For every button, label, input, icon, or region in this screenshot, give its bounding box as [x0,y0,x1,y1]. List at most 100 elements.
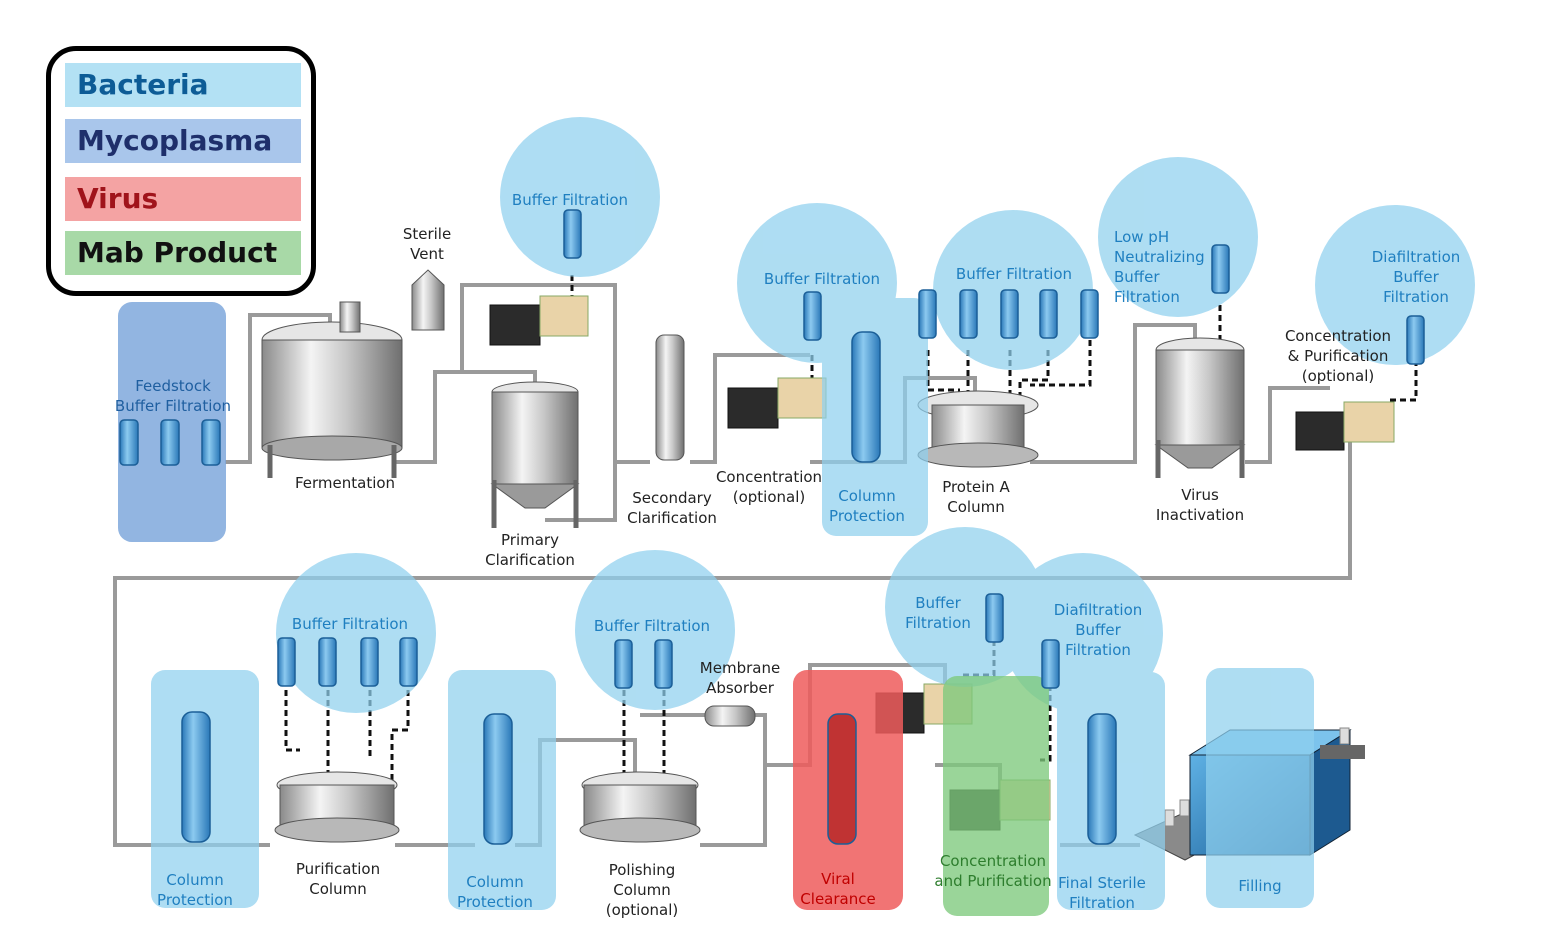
column-protection-3-col [483,713,513,845]
label-diafiltration-2: Diafiltration Buffer Filtration [1053,601,1143,659]
pipe-filter-loop [460,283,617,522]
filter-bf4-3 [360,637,379,687]
viral-clearance-col [827,713,857,845]
filter-bf4-4 [399,637,418,687]
final-sterile-col [1087,713,1117,845]
pipe-protein-a-to-virus [1030,323,1197,464]
tff1-plate [489,304,541,346]
filter-feed-1 [119,419,139,466]
filter-bf1 [563,209,582,259]
filter-bf3-1 [918,289,937,339]
label-feedstock: Feedstock Buffer Filtration [114,377,232,415]
label-concentration-purification-opt: Concentration & Purification (optional) [1284,327,1392,385]
filter-cartridges [119,209,1425,689]
tff-cassette-1 [489,295,589,346]
filter-bf2 [803,291,822,341]
label-primary-clarification: Primary Clarification [485,531,575,569]
tff3-membrane [1343,401,1395,443]
filter-diaf2 [1041,639,1060,689]
column-protection-1-col [851,331,881,463]
vent-body [411,269,445,331]
mab-zone-concentration [943,676,1049,916]
legend-mycoplasma: Mycoplasma [65,119,301,163]
vi-body [1155,349,1245,446]
label-buffer-filtration-4: Buffer Filtration [291,615,409,633]
label-virus-inactivation: Virus Inactivation [1155,486,1245,524]
label-buffer-filtration-3: Buffer Filtration [955,265,1073,283]
filter-bf3-5 [1080,289,1099,339]
tff2-membrane [777,377,827,419]
dash-7 [1030,340,1092,387]
filter-diaf1 [1406,315,1425,365]
vi-cone [1154,444,1246,469]
pol-body [583,784,697,828]
zone-buffer-filtration-1 [500,117,660,277]
pipe-row2-c [640,713,767,847]
pipe-fermenter-to-primary [395,370,537,464]
pipe-secondary-to-protein-a [690,353,810,464]
tff-cassette-2 [727,377,827,429]
filter-bf3-3 [1000,289,1019,339]
zone-filling [1206,668,1314,908]
pipe-virus-to-conc [1245,386,1330,464]
label-buffer-filtration-2: Buffer Filtration [763,270,881,288]
filter-bf3-2 [959,289,978,339]
label-fermentation: Fermentation [294,474,396,492]
filter-bf3-4 [1039,289,1058,339]
label-final-sterile: Final Sterile Filtration [1058,874,1146,912]
pipe-feed-to-fermenter [225,313,332,464]
secondary-clarification-column [655,334,685,461]
primary-body [491,391,579,485]
label-buffer-filtration-5: Buffer Filtration [593,617,711,635]
label-column-protection-2: Column Protection [157,871,233,909]
primary-clarification-tank [490,381,580,528]
filling-arm [1320,745,1365,759]
fermenter-neck [339,301,361,333]
filter-bf5-1 [614,639,633,689]
legend: Bacteria Mycoplasma Virus Mab Product [46,46,316,296]
fermenter-tank [261,301,403,478]
label-concentration-purification: Concentration and Purification [934,852,1052,890]
legend-mab-product: Mab Product [65,231,301,275]
polishing-column-vessel [579,771,701,843]
fermenter-body [261,339,403,449]
sterile-vent-filter [411,269,445,331]
label-diafiltration-1: Diafiltration Buffer Filtration [1371,248,1461,306]
virus-inactivation-tank [1154,337,1246,478]
label-secondary-clarification: Secondary Clarification [627,489,717,527]
pc-base [274,817,400,843]
filter-bf6 [985,593,1004,643]
tff2-plate [727,387,779,429]
dash-9 [1390,360,1418,402]
purification-column-vessel [274,771,400,843]
filter-bf4-2 [318,637,337,687]
dash-10 [284,680,300,752]
dash-13 [390,680,410,780]
label-buffer-filtration-1: Buffer Filtration [511,191,629,209]
filter-lowph [1211,244,1230,294]
label-polishing-column: Polishing Column (optional) [605,861,679,919]
vial-1 [1164,809,1175,827]
filter-feed-2 [160,419,180,466]
column-protection-2-col [181,711,211,843]
protein-a-column-vessel [917,390,1039,468]
legend-virus: Virus [65,177,301,221]
filter-bf5-2 [654,639,673,689]
legend-bacteria: Bacteria [65,63,301,107]
dash-6 [1018,350,1050,395]
dash-3 [926,350,960,392]
primary-cone [490,483,580,509]
zone-diafiltration-1 [1315,205,1475,365]
label-buffer-filtration-6: Buffer Filtration [905,594,971,632]
label-filling: Filling [1238,877,1282,895]
vial-2 [1179,799,1190,817]
filter-feed-3 [201,419,221,466]
label-protein-a: Protein A Column [942,478,1010,516]
tff-cassette-3 [1295,401,1395,451]
vial-3 [1339,727,1350,745]
label-purification-column: Purification Column [295,860,381,898]
label-sterile-vent: Sterile Vent [402,225,452,263]
tall-columns [181,331,1117,845]
fermenter-bottom [261,435,403,461]
